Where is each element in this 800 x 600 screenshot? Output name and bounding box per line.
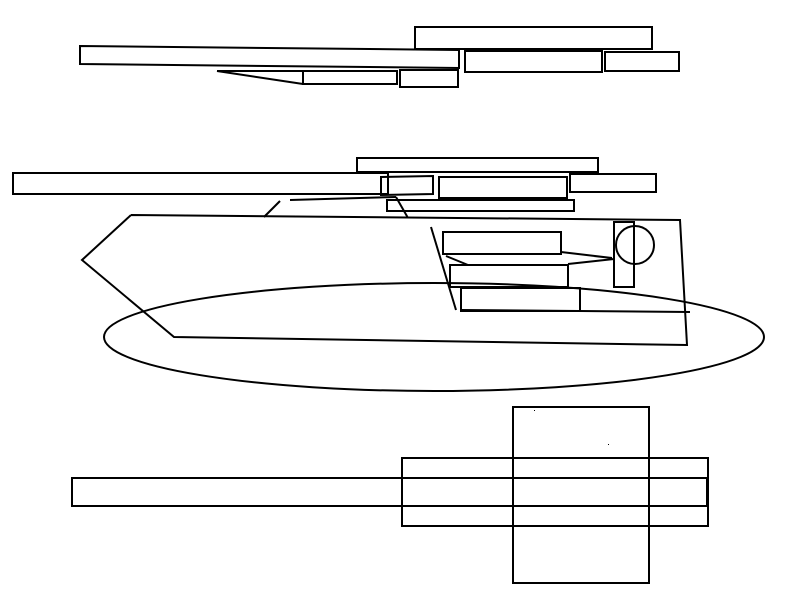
inner-box-3-tail bbox=[460, 309, 691, 313]
mid-small-quad bbox=[380, 174, 434, 197]
mid-box-center bbox=[438, 176, 568, 199]
inner-connector-b bbox=[567, 258, 615, 265]
inner-connector-a bbox=[560, 251, 613, 259]
top-slant-connector bbox=[216, 70, 304, 85]
inner-circle bbox=[615, 225, 655, 265]
mid-box-right bbox=[569, 173, 657, 193]
mid-long-bar bbox=[12, 172, 389, 195]
top-box-right bbox=[604, 51, 680, 72]
mid-connector-slant-right bbox=[395, 196, 409, 219]
bottom-cluster bbox=[71, 406, 709, 584]
top-box-upper-right bbox=[414, 26, 653, 50]
top-cluster bbox=[79, 26, 680, 88]
large-ellipse bbox=[103, 282, 765, 392]
inner-box-3 bbox=[460, 287, 581, 312]
bottom-tall-box bbox=[512, 406, 650, 584]
inner-slant-line bbox=[430, 226, 457, 311]
top-long-wedge-bar bbox=[79, 44, 460, 70]
top-box-small-right bbox=[399, 69, 459, 88]
mid-box-lower bbox=[386, 199, 575, 212]
bottom-wide-box bbox=[401, 457, 709, 527]
top-box-mid bbox=[464, 50, 603, 73]
inner-box-1 bbox=[442, 231, 562, 255]
mid-connector-line bbox=[289, 196, 397, 201]
bottom-long-bar bbox=[71, 477, 708, 507]
large-outline-shape bbox=[80, 214, 689, 347]
dot-mark-2 bbox=[608, 444, 609, 445]
middle-cluster bbox=[12, 157, 765, 392]
top-box-small-left bbox=[302, 70, 398, 85]
mid-box-top bbox=[356, 157, 599, 173]
inner-connector-c bbox=[445, 255, 469, 266]
inner-vertical-box bbox=[613, 221, 635, 288]
mid-connector-slant-left bbox=[263, 200, 281, 218]
dot-mark-1 bbox=[534, 410, 535, 411]
